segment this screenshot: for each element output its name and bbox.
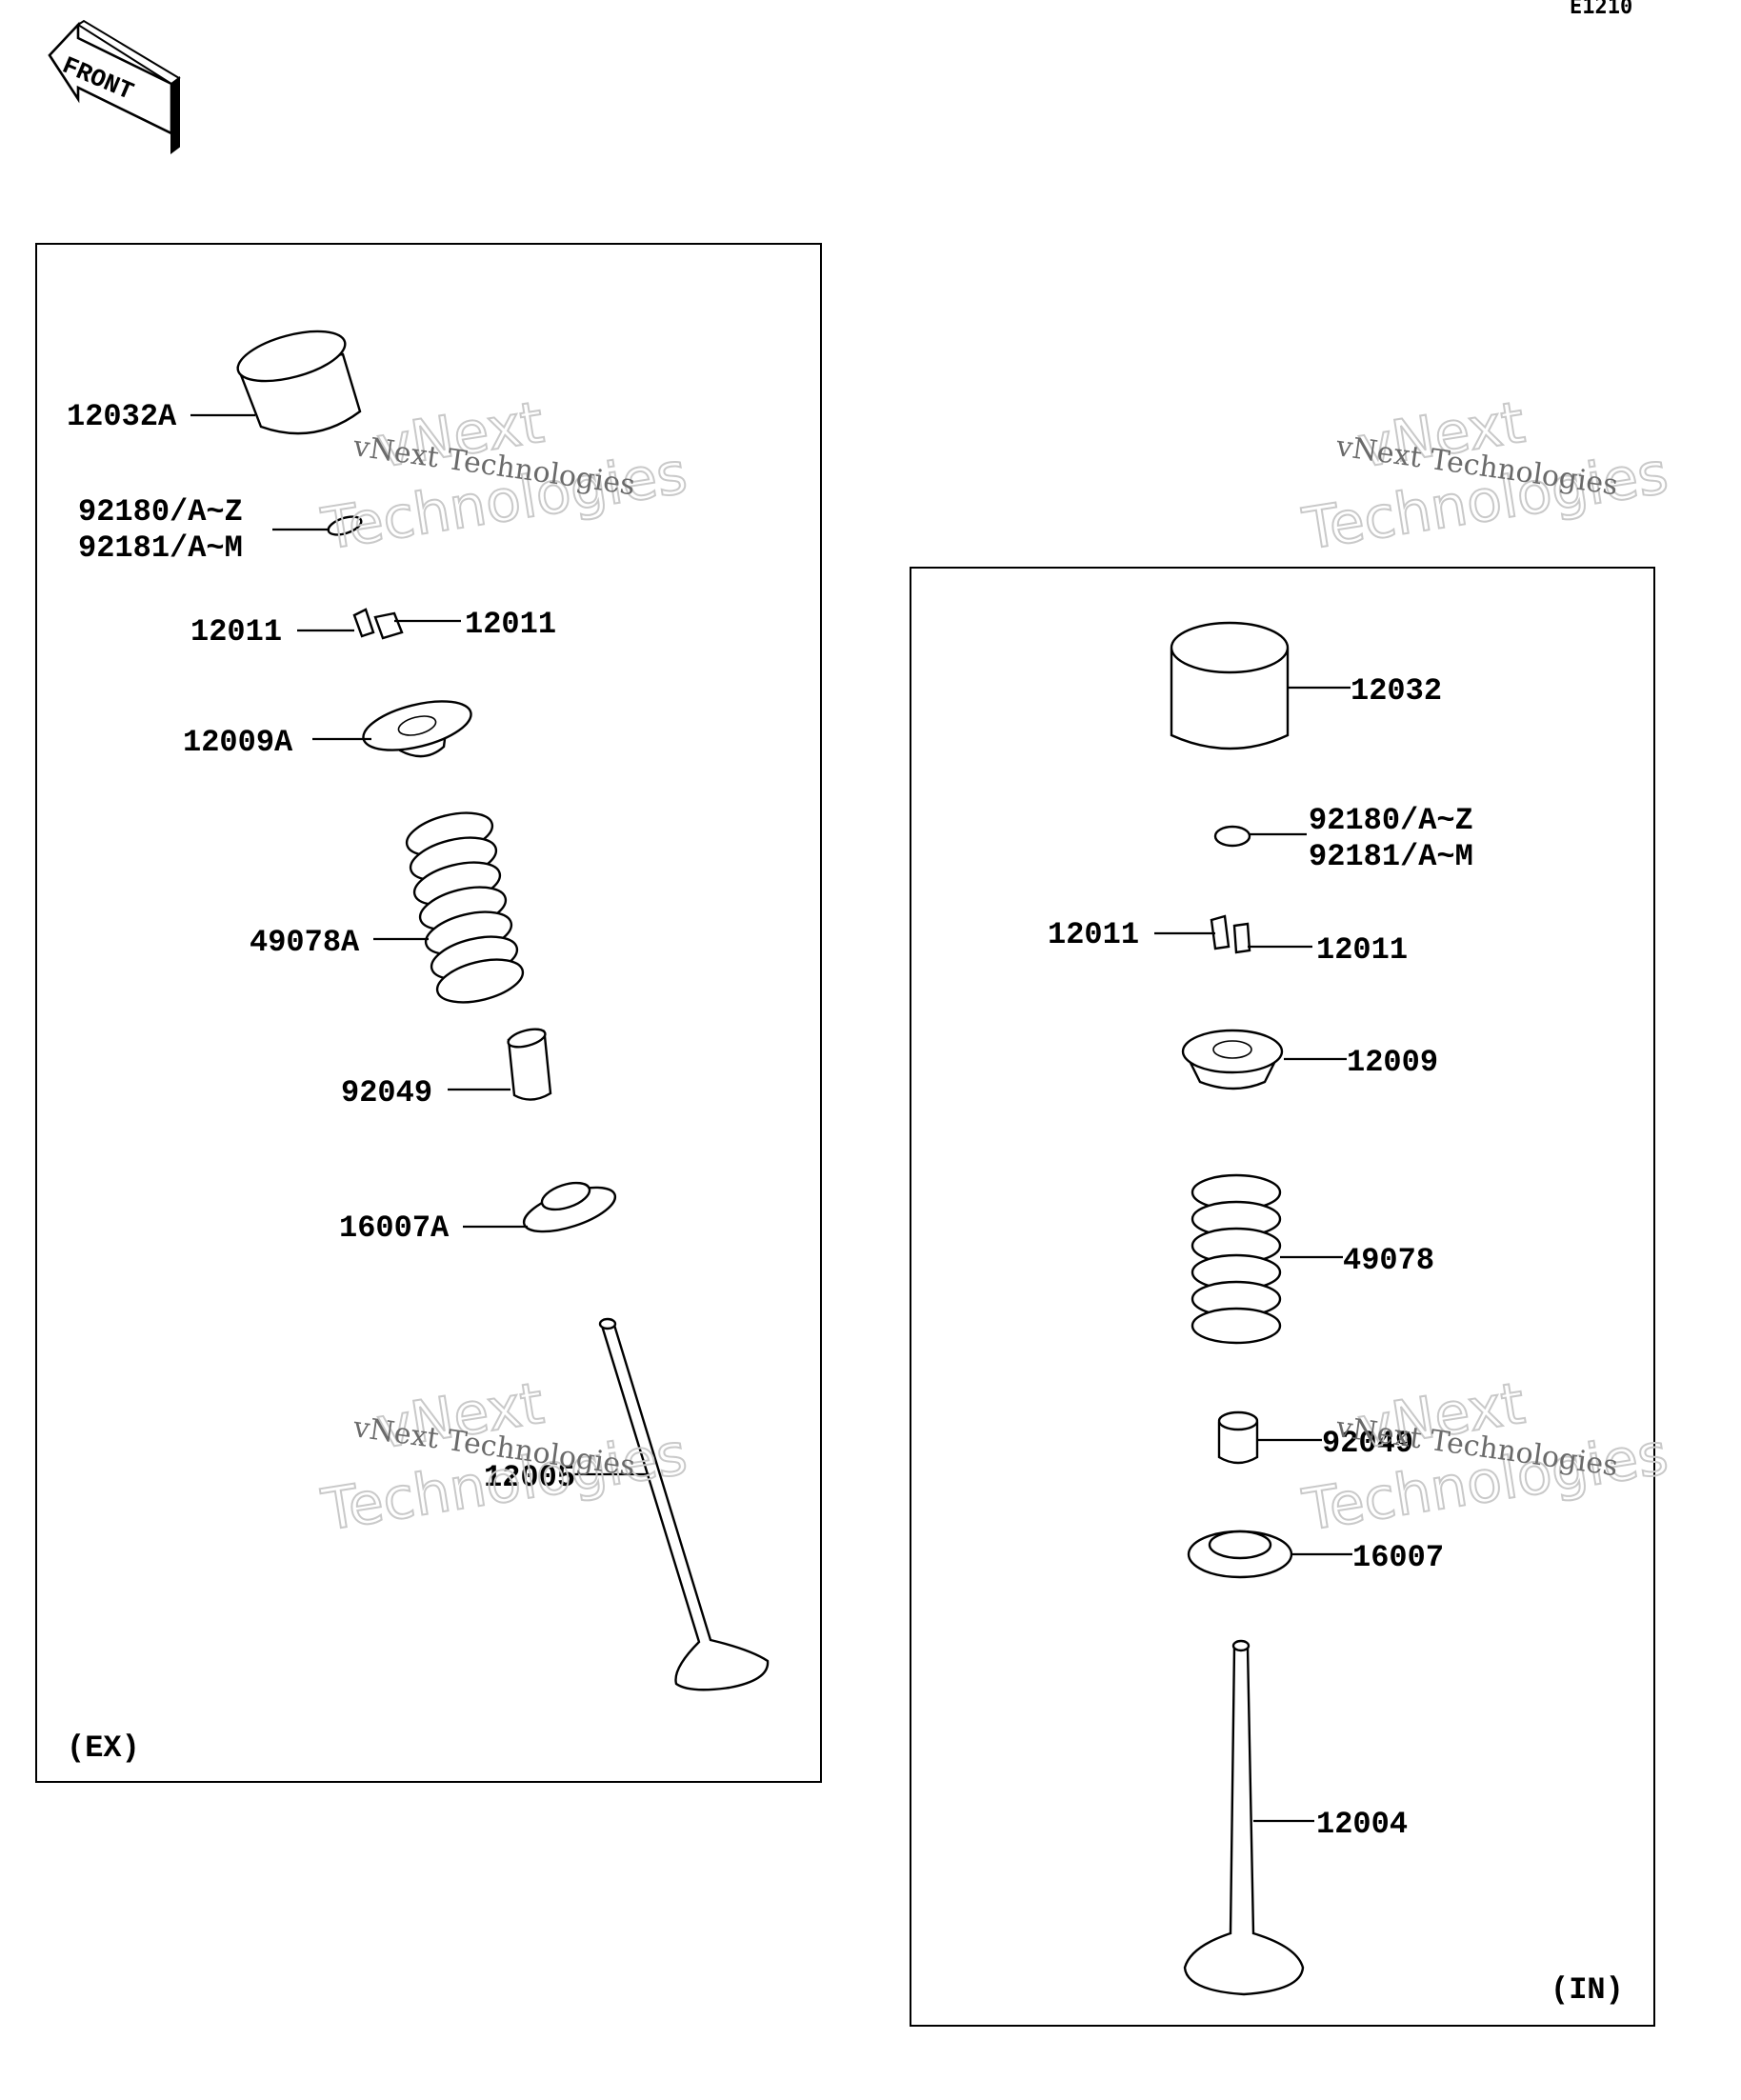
ex-cotter-left-label: 12011 [190,614,282,650]
in-valve-label: 12004 [1316,1807,1408,1842]
seal-part [507,1028,552,1101]
ex-seat-label: 16007A [339,1210,450,1246]
ex-tag: (EX) [67,1730,140,1766]
in-seat-label: 16007 [1352,1540,1444,1575]
retainer-part [362,700,472,758]
retainer-part [1181,1029,1284,1090]
tappet-part [236,330,362,435]
in-seal-label: 92049 [1322,1426,1413,1461]
in-tappet-label: 12032 [1351,673,1442,709]
ex-cotter-right-label: 12011 [465,607,556,642]
ex-spring-label: 49078A [250,925,360,960]
seal-part [1217,1410,1259,1465]
in-spring-label: 49078 [1343,1243,1434,1278]
valve-part [598,1317,770,1691]
ex-tappet-label: 12032A [67,399,177,434]
in-tag: (IN) [1551,1972,1624,2008]
seat-part [522,1181,617,1233]
ex-valve-label: 12005 [484,1460,575,1495]
valve-part [1183,1639,1305,1996]
spring-part [405,811,525,1004]
diagram-code: E1210 [1570,0,1632,19]
shim-part [1213,825,1251,848]
exhaust-panel: 12032A 92180/A~Z 92181/A~M 12011 12011 1… [35,243,822,1783]
front-arrow-icon: FRONT [48,19,181,154]
in-cotter-right-label: 12011 [1316,932,1408,968]
in-cotter-left-label: 12011 [1048,917,1139,952]
intake-panel: 12032 92180/A~Z 92181/A~M 12011 12011 12… [910,567,1655,2027]
cotter-part [352,608,404,640]
in-retainer-label: 12009 [1347,1045,1438,1080]
seat-part [1187,1530,1293,1579]
cotter-part [1210,914,1251,954]
tappet-part [1170,621,1290,750]
spring-part [1191,1173,1282,1345]
in-shim-label-1: 92180/A~Z [1309,803,1473,838]
shim-part [327,515,363,536]
ex-shim-label-2: 92181/A~M [78,530,243,566]
in-shim-label-2: 92181/A~M [1309,839,1473,874]
ex-retainer-label: 12009A [183,725,293,760]
ex-shim-label-1: 92180/A~Z [78,494,243,530]
ex-seal-label: 92049 [341,1075,432,1110]
